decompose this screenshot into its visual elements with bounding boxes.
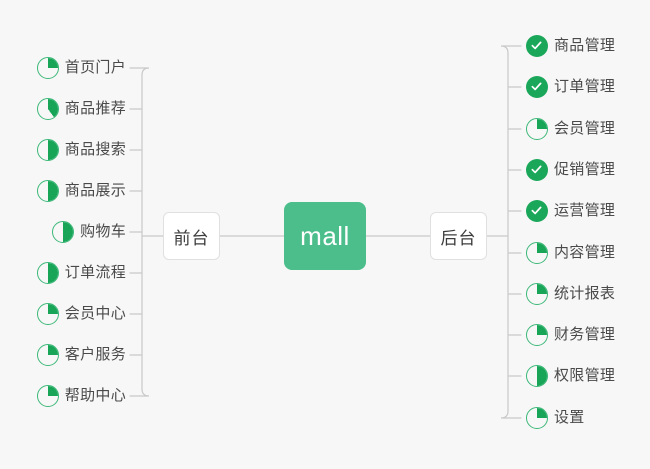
check-circle-icon <box>526 200 548 222</box>
branch-item[interactable]: 财务管理 <box>526 322 615 348</box>
branch-item-label: 运营管理 <box>554 202 616 219</box>
pie-progress-icon <box>526 324 548 346</box>
branch-item-label: 统计报表 <box>554 285 616 302</box>
branch-item[interactable]: 商品搜索 <box>36 137 126 163</box>
pie-wedge <box>527 408 547 428</box>
pie-wedge <box>37 304 58 324</box>
node-front-desk[interactable]: 前台 <box>163 212 220 260</box>
branch-item-label: 订单流程 <box>64 264 126 281</box>
check-circle-icon <box>526 35 548 57</box>
branch-item-label: 商品展示 <box>64 182 126 199</box>
pie-progress-icon <box>526 407 548 429</box>
branch-item-label: 设置 <box>554 409 585 426</box>
pie-wedge <box>37 181 58 201</box>
branch-item[interactable]: 权限管理 <box>526 363 615 389</box>
branch-item-label: 财务管理 <box>554 326 616 343</box>
pie-wedge <box>53 222 74 242</box>
branch-connector <box>500 410 522 419</box>
pie-wedge <box>527 119 547 139</box>
branch-item-label: 会员中心 <box>64 305 126 322</box>
pie-wedge <box>37 58 58 78</box>
pie-progress-icon <box>36 303 59 325</box>
pie-progress-icon <box>36 344 59 366</box>
branch-item[interactable]: 订单管理 <box>526 74 615 100</box>
node-front-desk-label: 前台 <box>173 228 210 248</box>
branch-item-label: 商品管理 <box>554 37 616 54</box>
pie-wedge <box>527 366 547 386</box>
pie-progress-icon <box>36 180 59 202</box>
pie-progress-icon <box>526 283 548 305</box>
pie-wedge <box>37 263 58 283</box>
branch-item[interactable]: 购物车 <box>52 219 126 245</box>
pie-progress-icon <box>526 365 548 387</box>
pie-wedge <box>527 243 547 263</box>
pie-wedge <box>37 99 58 119</box>
node-back-end-label: 后台 <box>440 228 477 248</box>
branch-item-label: 订单管理 <box>554 78 616 95</box>
pie-wedge <box>527 284 547 304</box>
pie-progress-icon <box>36 385 59 407</box>
pie-progress-icon <box>526 118 548 140</box>
branch-connector <box>129 67 150 76</box>
branch-item[interactable]: 内容管理 <box>526 240 615 266</box>
branch-item[interactable]: 帮助中心 <box>36 383 126 409</box>
branch-item-label: 权限管理 <box>554 367 616 384</box>
branch-item[interactable]: 统计报表 <box>526 281 615 307</box>
pie-wedge <box>37 345 58 365</box>
branch-item-label: 购物车 <box>80 223 126 240</box>
pie-progress-icon <box>36 98 59 120</box>
branch-item[interactable]: 促销管理 <box>526 157 615 183</box>
node-back-end[interactable]: 后台 <box>430 212 487 260</box>
branch-item-label: 内容管理 <box>554 244 616 261</box>
pie-wedge <box>37 140 58 160</box>
branch-item[interactable]: 商品管理 <box>526 33 615 59</box>
branch-item-label: 帮助中心 <box>64 387 126 404</box>
branch-item[interactable]: 首页门户 <box>36 55 126 81</box>
branch-item-label: 客户服务 <box>64 346 126 363</box>
branch-item[interactable]: 设置 <box>526 405 585 431</box>
branch-item-label: 商品搜索 <box>64 141 126 158</box>
branch-item[interactable]: 订单流程 <box>36 260 126 286</box>
branch-item[interactable]: 商品展示 <box>36 178 126 204</box>
branch-item-label: 促销管理 <box>554 161 616 178</box>
branch-item-label: 会员管理 <box>554 120 616 137</box>
check-circle-icon <box>526 76 548 98</box>
branch-item[interactable]: 会员中心 <box>36 301 126 327</box>
pie-wedge <box>37 386 58 406</box>
branch-connector <box>129 388 150 397</box>
pie-progress-icon <box>36 57 59 79</box>
check-circle-icon <box>526 159 548 181</box>
node-mall-root[interactable]: mall <box>284 202 366 270</box>
branch-item[interactable]: 商品推荐 <box>36 96 126 122</box>
branch-connector <box>500 45 522 54</box>
pie-progress-icon <box>526 242 548 264</box>
branch-item[interactable]: 运营管理 <box>526 198 615 224</box>
branch-item-label: 商品推荐 <box>64 100 126 117</box>
pie-progress-icon <box>36 262 59 284</box>
pie-progress-icon <box>36 139 59 161</box>
pie-wedge <box>527 325 547 345</box>
node-mall-root-label: mall <box>300 220 350 251</box>
pie-progress-icon <box>52 221 75 243</box>
branch-item-label: 首页门户 <box>64 59 126 76</box>
branch-item[interactable]: 会员管理 <box>526 116 615 142</box>
branch-item[interactable]: 客户服务 <box>36 342 126 368</box>
